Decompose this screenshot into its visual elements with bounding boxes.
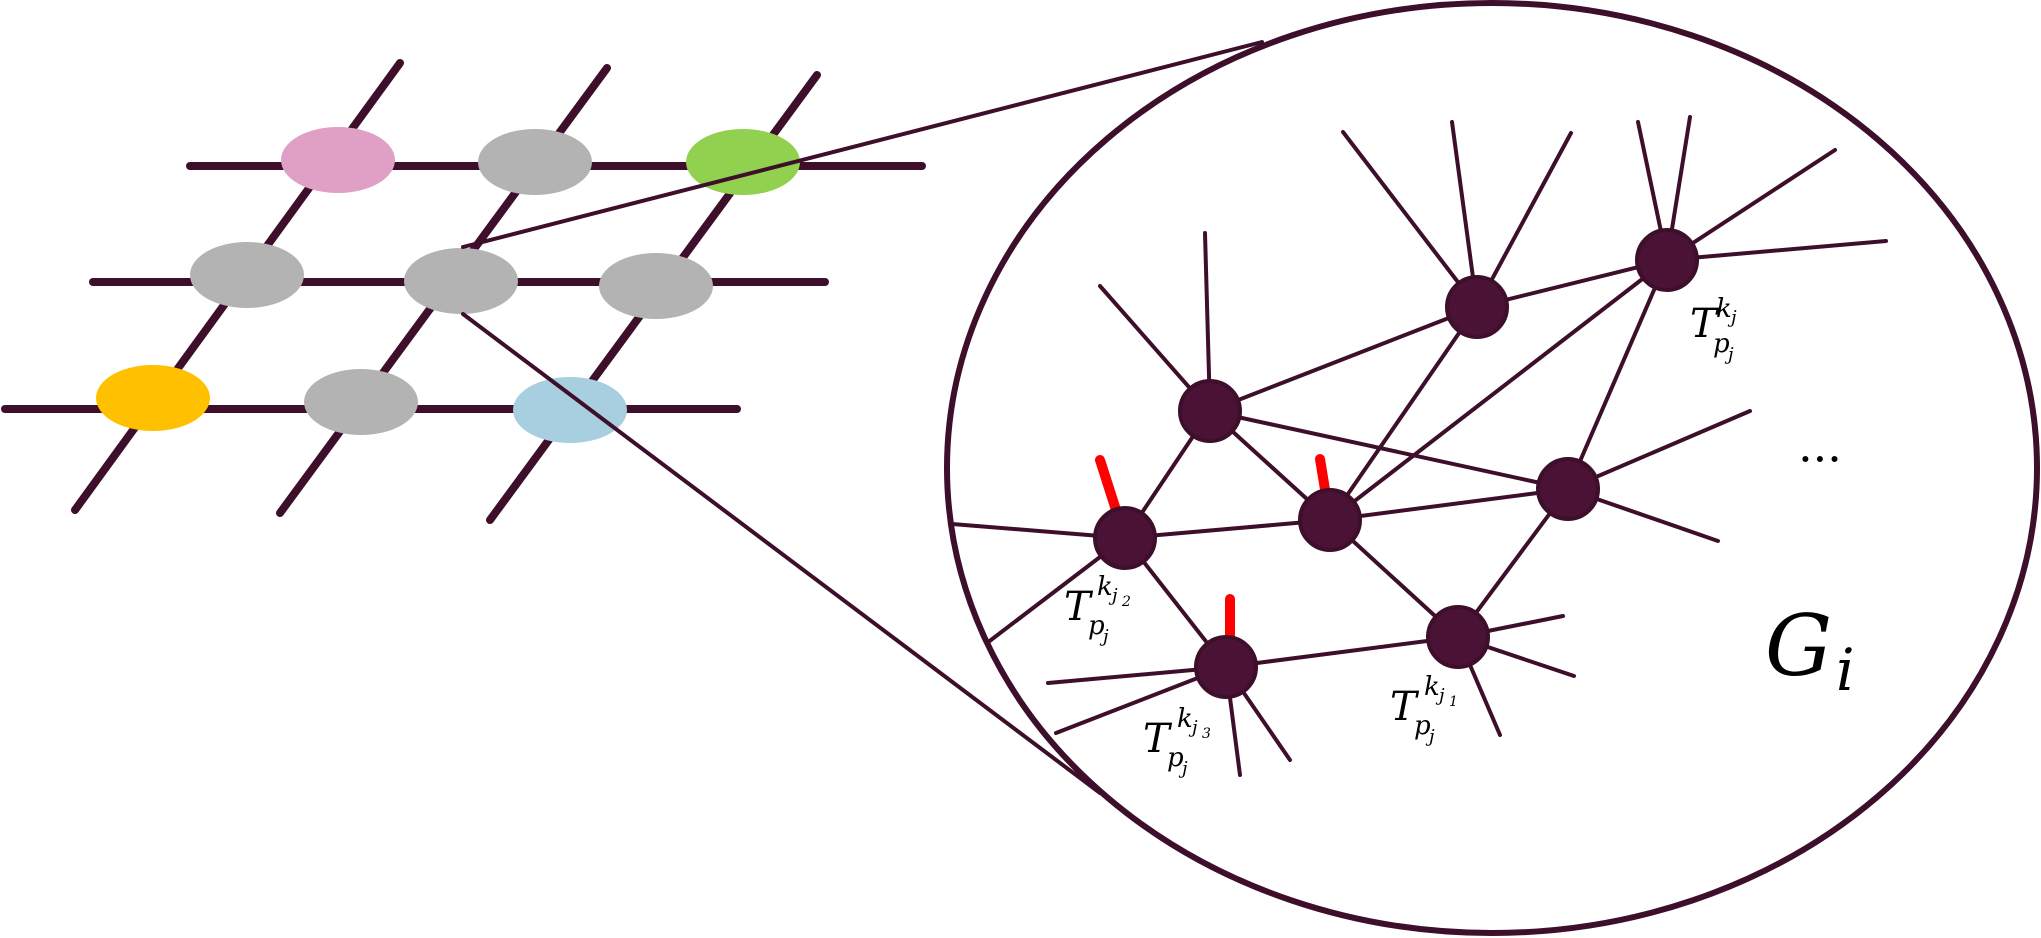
label-supsubsub: 1 [1449, 694, 1458, 710]
label-supsub: j [1188, 717, 1198, 738]
graph-edge [1123, 518, 1332, 540]
label-subsub: j [1425, 726, 1435, 747]
label-sup: k [1097, 572, 1113, 602]
graph-label: G i [1765, 597, 1855, 704]
graph-node [1635, 228, 1699, 292]
graph-edge-stub [1341, 130, 1479, 309]
label-supsub: j [1727, 307, 1737, 328]
graph-edges [950, 115, 1888, 777]
node-label-bottom-mid: T p j k j 1 [1390, 672, 1458, 747]
lattice-node-yellow [96, 365, 210, 431]
label-subsub: j [1099, 626, 1109, 647]
label-sup: k [1716, 294, 1732, 324]
lattice-node-grey [304, 369, 418, 435]
graph-node [1426, 605, 1490, 669]
lattice-node-grey [599, 253, 713, 319]
graph-node [1536, 457, 1600, 521]
graph-edge [1566, 258, 1669, 491]
graph-edge [1328, 258, 1669, 522]
graph-edge [1224, 635, 1460, 669]
graph-nodes [1093, 228, 1699, 699]
label-subsub: j [1178, 758, 1188, 779]
label-base: T [1390, 684, 1420, 730]
lattice-node-grey [478, 129, 592, 195]
zoom-connectors [461, 40, 1264, 795]
graph-node [1093, 506, 1157, 570]
graph-label-main: G [1765, 597, 1832, 695]
label-subsub: j [1724, 344, 1734, 365]
label-supsubsub: 2 [1121, 594, 1131, 610]
label-sup: k [1424, 672, 1440, 702]
graph-edge [1475, 258, 1669, 309]
graph-edge-stub [1665, 148, 1837, 262]
label-sup: k [1177, 704, 1193, 734]
label-base: T [1690, 301, 1720, 347]
more-ellipsis: ··· [1798, 432, 1842, 486]
graph-node [1194, 635, 1258, 699]
lattice-node-pink [281, 127, 395, 193]
zoom-boundary [944, 0, 2040, 936]
zoom-connector-bottom [461, 312, 1102, 795]
label-base: T [1064, 584, 1094, 630]
node-label-top: T p j k j [1690, 294, 1737, 365]
label-supsubsub: 3 [1202, 726, 1211, 742]
graph-edge [1328, 305, 1479, 522]
lattice-node-grey-selected [404, 248, 518, 314]
lattice-node-green [686, 129, 800, 195]
label-sub: p [1088, 611, 1105, 641]
label-sub: p [1414, 711, 1431, 741]
lattice-nodes [96, 127, 800, 443]
label-sub: p [1713, 329, 1730, 359]
lattice-node-grey [190, 242, 304, 308]
lattice [1, 59, 926, 524]
graph-edge [1208, 409, 1570, 491]
node-label-bottom-left: T p j k j 3 [1143, 704, 1211, 779]
graph-edge [1328, 487, 1570, 522]
zoom-circle [944, 0, 2040, 936]
lattice-node-blue [513, 377, 627, 443]
graph-edge-stub [1665, 239, 1888, 262]
graph-node [1445, 275, 1509, 339]
label-base: T [1143, 716, 1173, 762]
node-label-left: T p j k j 2 [1064, 572, 1131, 647]
graph-edge-stub [1566, 409, 1752, 491]
graph-label-sub: i [1836, 636, 1855, 704]
label-supsub: j [1108, 585, 1118, 606]
graph-node [1178, 379, 1242, 443]
label-sub: p [1167, 743, 1184, 773]
zoom-connector-top [461, 40, 1264, 249]
graph-node [1298, 488, 1362, 552]
graph-edge [1208, 305, 1479, 413]
label-supsub: j [1435, 685, 1445, 706]
graph-edge-stub [1475, 131, 1573, 309]
